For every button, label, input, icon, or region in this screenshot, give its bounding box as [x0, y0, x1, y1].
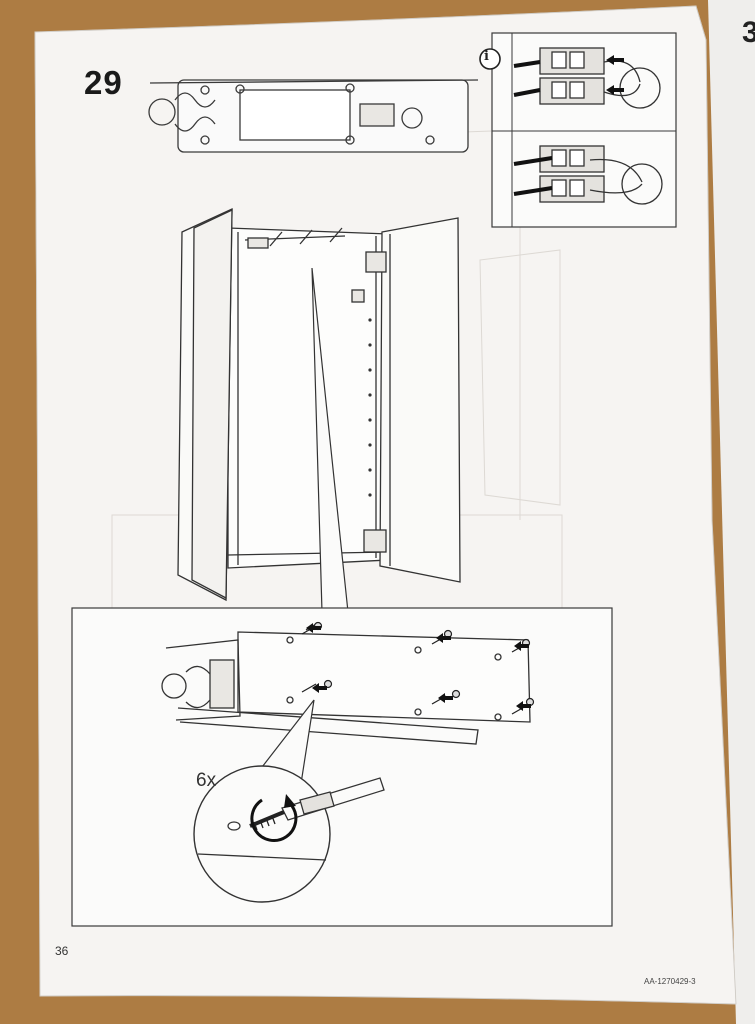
page-number: 36: [55, 944, 69, 958]
rotation-arrow-icon: [250, 798, 298, 842]
document-code: AA-1270429-3: [644, 977, 696, 986]
magnified-detail: [193, 765, 331, 903]
junction-box-cover: [161, 631, 531, 745]
info-icon: [479, 48, 501, 70]
step-number: 29: [84, 64, 123, 101]
next-page-edge: [708, 0, 755, 1024]
junction-box-diagram-top: [148, 79, 479, 153]
svg-text:3: 3: [742, 16, 755, 49]
arrow-icon: [606, 85, 624, 95]
info-panel: [479, 32, 677, 228]
cabinet-illustration: [177, 207, 461, 602]
screw-icon: [249, 810, 285, 831]
quantity-label: 6x: [196, 770, 217, 791]
screwdriver-icon: [281, 777, 385, 821]
arrow-icon: [606, 55, 624, 65]
info-symbol: i: [484, 49, 489, 64]
